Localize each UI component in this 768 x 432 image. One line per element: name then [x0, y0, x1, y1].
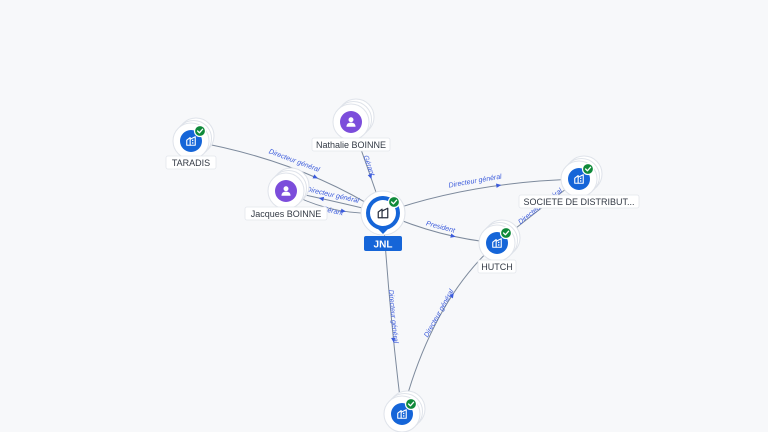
building-icon [492, 238, 502, 248]
edge-label: Gérant [321, 206, 344, 218]
verified-check-icon [581, 162, 595, 176]
edge-label: Directeur général [306, 186, 360, 205]
building-icon [574, 174, 584, 184]
edge-arrow-icon [496, 183, 502, 188]
edge-arrow-icon [312, 174, 319, 179]
edge-arrow-icon [391, 337, 396, 343]
building-icon [186, 136, 196, 146]
node-bottom[interactable] [383, 390, 426, 432]
building-icon [397, 409, 407, 419]
verified-check-icon [404, 397, 418, 411]
edge-arrow-icon [340, 208, 346, 213]
node-label: Jacques BOINNE [251, 209, 322, 219]
node-societe[interactable]: SOCIETE DE DISTRIBUT... [518, 155, 640, 209]
edge-arrow-icon [450, 233, 456, 238]
node-taradis[interactable]: TARADIS [165, 117, 217, 170]
edge-label: Directeur général [387, 290, 399, 345]
node-label: JNL [374, 240, 393, 251]
node-label: TARADIS [172, 158, 210, 168]
node-hutch[interactable]: HUTCH [477, 219, 521, 274]
node-jnl[interactable]: JNL [360, 190, 406, 251]
node-nathalie[interactable]: Nathalie BOINNE [311, 98, 391, 152]
verified-check-icon [499, 226, 513, 240]
edge-label: Gérant [362, 155, 376, 179]
person-icon [281, 186, 291, 196]
node-label: Nathalie BOINNE [316, 140, 386, 150]
node-label: HUTCH [481, 262, 513, 272]
edge-label: Directeur général [448, 173, 503, 189]
node-label: SOCIETE DE DISTRIBUT... [523, 197, 634, 207]
nodes-layer: JNL Nathalie BOINNE TARADIS Jacques BOINNE S… [165, 98, 640, 432]
verified-check-icon [193, 124, 207, 138]
edge-arrow-icon [367, 173, 372, 180]
person-icon [346, 117, 356, 127]
verified-check-icon [387, 195, 401, 209]
edge-arrow-icon [449, 292, 454, 299]
edge-arrow-icon [318, 196, 325, 202]
building-icon [377, 207, 389, 219]
node-jacques[interactable]: Jacques BOINNE [244, 167, 328, 221]
